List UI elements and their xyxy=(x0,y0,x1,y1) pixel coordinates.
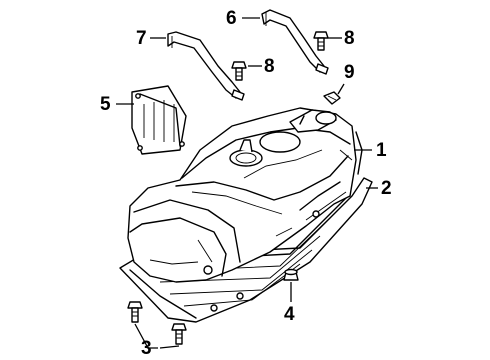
strap-bolt-left xyxy=(231,61,247,81)
mounting-bolt-lower xyxy=(171,323,187,345)
leader-3 xyxy=(134,323,180,349)
callout-9: 9 xyxy=(344,62,355,83)
strap-bolt-right xyxy=(313,31,329,51)
callout-8-right: 8 xyxy=(344,28,355,49)
callout-5: 5 xyxy=(100,94,111,115)
callout-4: 4 xyxy=(284,304,295,325)
callout-2: 2 xyxy=(381,178,392,199)
retaining-clip xyxy=(323,91,341,105)
tank-strap-left xyxy=(167,31,245,101)
callout-7: 7 xyxy=(136,28,147,49)
callout-8-left: 8 xyxy=(264,56,275,77)
heat-shield xyxy=(131,85,187,155)
mounting-bolt-upper xyxy=(127,301,143,323)
leader-9 xyxy=(337,83,345,95)
mounting-nut xyxy=(283,268,299,281)
fuel-tank xyxy=(127,107,363,283)
callout-6: 6 xyxy=(226,8,237,29)
callout-3: 3 xyxy=(141,338,152,359)
tank-strap-right xyxy=(261,9,329,75)
callout-1: 1 xyxy=(376,140,387,161)
